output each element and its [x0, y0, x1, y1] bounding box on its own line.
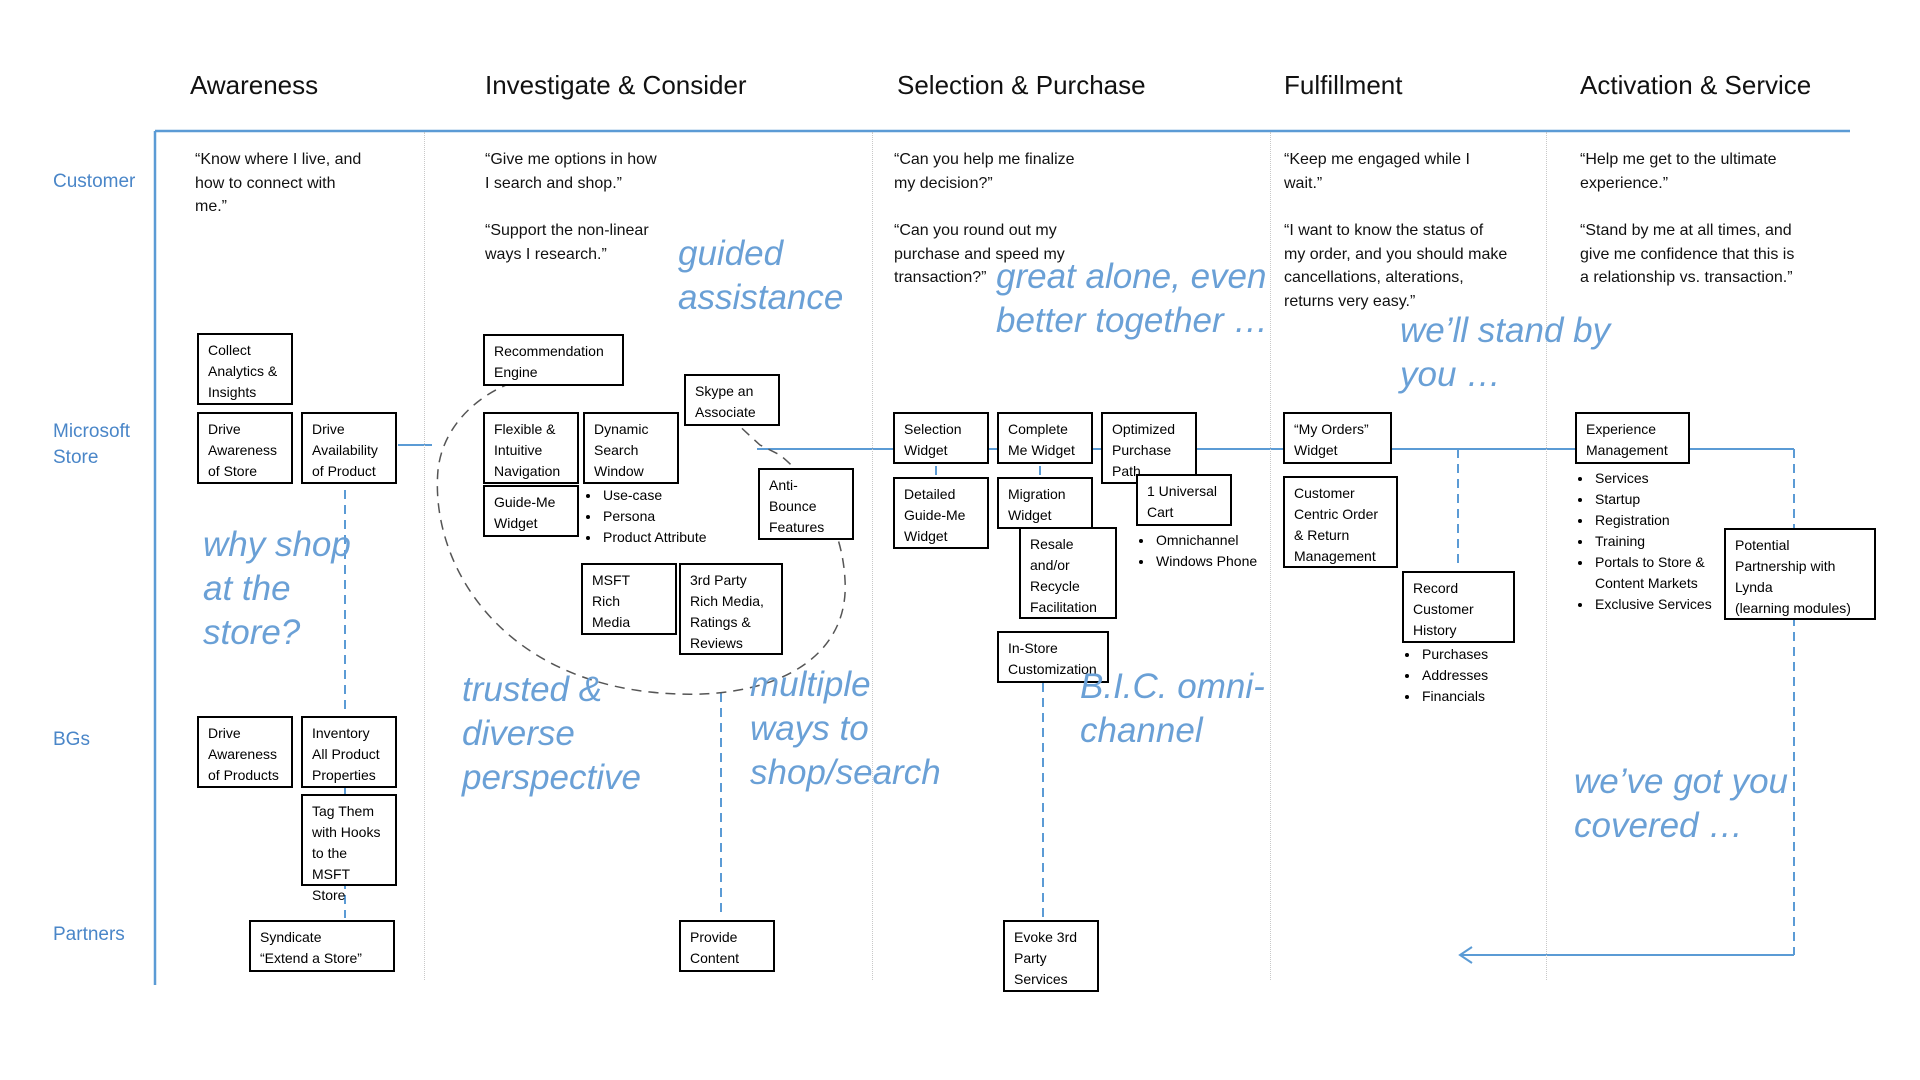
list-experience-mgmt: Services Startup Registration Training P… — [1575, 468, 1743, 615]
list-dynamic-search: Use-case Persona Product Attribute — [583, 485, 707, 548]
box-skype-associate: Skype an Associate — [684, 374, 780, 426]
box-dynamic-search: Dynamic Search Window — [583, 412, 679, 484]
box-experience-mgmt: Experience Management — [1575, 412, 1690, 464]
box-collect-analytics: Collect Analytics & Insights — [197, 333, 293, 405]
quote-selection-speed: “Can you round out my purchase and speed… — [894, 222, 1065, 286]
list-item: Product Attribute — [601, 527, 707, 548]
box-complete-me-widget: Complete Me Widget — [997, 412, 1093, 464]
row-label-microsoft-store: Microsoft Store — [53, 421, 131, 468]
box-drive-awareness-products: Drive Awareness of Products — [197, 716, 293, 788]
phase-investigate-consider: Investigate & Consider — [485, 70, 747, 100]
phase-awareness: Awareness — [190, 70, 319, 100]
quote-activation-stand-by: “Stand by me at all times, and give me c… — [1580, 222, 1795, 286]
note-great-alone: great alone, even better together … — [996, 257, 1269, 340]
box-universal-cart: 1 Universal Cart — [1136, 474, 1232, 526]
quote-investigate-nonlinear: “Support the non-linear ways I research.… — [485, 222, 649, 263]
note-multiple-ways: multiple ways to shop/search — [750, 665, 941, 792]
note-trusted-diverse: trusted & diverse perspective — [462, 670, 641, 797]
return-arrow — [1458, 946, 1794, 964]
note-got-covered: we’ve got you covered … — [1574, 762, 1789, 845]
box-evoke-third-party: Evoke 3rd Party Services — [1003, 920, 1099, 992]
list-record-history: Purchases Addresses Financials — [1402, 644, 1488, 707]
column-divider — [424, 132, 425, 980]
row-label-partners: Partners — [53, 924, 125, 945]
investigation-loop — [436, 372, 846, 695]
box-order-return-mgmt: Customer Centric Order & Return Manageme… — [1283, 476, 1398, 568]
box-anti-bounce: Anti- Bounce Features — [758, 468, 854, 540]
box-inventory-properties: Inventory All Product Properties — [301, 716, 397, 788]
list-item: Services — [1593, 468, 1743, 489]
list-item: Startup — [1593, 489, 1743, 510]
list-item: Portals to Store & Content Markets — [1593, 552, 1743, 594]
note-bic-omni: B.I.C. omni- channel — [1080, 667, 1265, 750]
row-label-customer: Customer — [53, 171, 136, 192]
box-recommendation-engine: Recommendation Engine — [483, 334, 624, 386]
box-msft-rich-media: MSFT Rich Media — [581, 563, 677, 635]
box-drive-availability: Drive Availability of Product — [301, 412, 397, 484]
list-item: Persona — [601, 506, 707, 527]
box-drive-awareness-store: Drive Awareness of Store — [197, 412, 293, 484]
quote-fulfillment-status: “I want to know the status of my order, … — [1284, 222, 1508, 310]
column-divider — [872, 132, 873, 980]
quote-selection-finalize: “Can you help me finalize my decision?” — [894, 151, 1075, 192]
box-guide-me-widget: Guide-Me Widget — [483, 485, 579, 537]
box-lynda-partnership: Potential Partnership with Lynda (learni… — [1724, 528, 1876, 620]
box-syndicate: Syndicate “Extend a Store” — [249, 920, 395, 972]
box-record-history: Record Customer History — [1402, 571, 1515, 643]
box-optimized-purchase: Optimized Purchase Path — [1101, 412, 1197, 484]
column-divider — [1546, 132, 1547, 980]
box-my-orders-widget: “My Orders” Widget — [1283, 412, 1392, 464]
frame-lines — [153, 129, 1850, 985]
phase-selection-purchase: Selection & Purchase — [897, 70, 1146, 100]
box-provide-content: Provide Content — [679, 920, 775, 972]
row-label-bgs: BGs — [53, 729, 90, 750]
list-item: Windows Phone — [1154, 551, 1257, 572]
list-item: Use-case — [601, 485, 707, 506]
box-flexible-navigation: Flexible & Intuitive Navigation — [483, 412, 579, 484]
list-item: Exclusive Services — [1593, 594, 1743, 615]
list-item: Financials — [1420, 686, 1488, 707]
note-guided-assistance: guided assistance — [678, 234, 844, 317]
box-instore-customization: In-Store Customization — [997, 631, 1109, 683]
box-detailed-guide-me: Detailed Guide-Me Widget — [893, 477, 989, 549]
box-migration-widget: Migration Widget — [997, 477, 1093, 529]
column-divider — [1270, 132, 1271, 980]
list-item: Addresses — [1420, 665, 1488, 686]
list-item: Training — [1593, 531, 1743, 552]
list-universal-cart: Omnichannel Windows Phone — [1136, 530, 1257, 572]
box-resale-recycle: Resale and/or Recycle Facilitation — [1019, 527, 1117, 619]
quote-investigate-options: “Give me options in how I search and sho… — [485, 151, 657, 192]
box-selection-widget: Selection Widget — [893, 412, 989, 464]
list-item: Omnichannel — [1154, 530, 1257, 551]
quote-activation-experience: “Help me get to the ultimate experience.… — [1580, 151, 1777, 192]
box-third-party-media: 3rd Party Rich Media, Ratings & Reviews — [679, 563, 783, 655]
quote-fulfillment-engaged: “Keep me engaged while I wait.” — [1284, 151, 1470, 192]
phase-activation-service: Activation & Service — [1580, 70, 1812, 100]
note-stand-by: we’ll stand by you … — [1400, 311, 1611, 394]
quote-awareness: “Know where I live, and how to connect w… — [195, 151, 362, 215]
phase-fulfillment: Fulfillment — [1284, 70, 1403, 100]
dashed-connectors — [344, 449, 1795, 955]
list-item: Registration — [1593, 510, 1743, 531]
list-item: Purchases — [1420, 644, 1488, 665]
box-tag-hooks: Tag Them with Hooks to the MSFT Store — [301, 794, 397, 903]
note-why-shop: why shop at the store? — [203, 525, 351, 652]
